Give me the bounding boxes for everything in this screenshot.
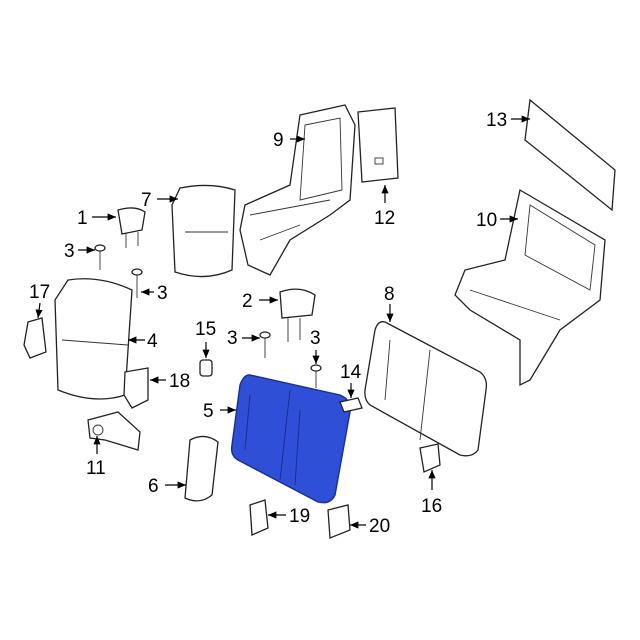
callout-19: 19 [289, 506, 310, 527]
part-10-seat-frame[interactable] [454, 188, 606, 387]
part-6-armrest[interactable] [184, 435, 219, 502]
callout-2: 2 [242, 291, 253, 312]
part-2-headrest[interactable] [279, 288, 316, 342]
callout-16: 16 [421, 496, 442, 517]
callout-13: 13 [486, 110, 507, 131]
callout-18: 18 [169, 371, 190, 392]
callout-8: 8 [384, 284, 395, 305]
callout-1: 1 [77, 208, 88, 229]
callout-15: 15 [195, 319, 216, 340]
part-1-headrest[interactable] [117, 207, 146, 248]
callout-14: 14 [340, 362, 362, 383]
callout-11: 11 [86, 458, 106, 479]
part-13-back-panel[interactable] [524, 98, 616, 212]
part-16-bracket[interactable] [419, 443, 441, 473]
part-8-seatback[interactable] [364, 321, 488, 457]
part-17-bracket[interactable] [23, 317, 47, 359]
part-11-hinge[interactable] [87, 411, 141, 451]
callout-5: 5 [203, 401, 214, 422]
callout-3b: 3 [157, 283, 168, 304]
part-12-cover[interactable] [357, 107, 399, 183]
callout-7: 7 [141, 190, 152, 211]
callout-17: 17 [29, 282, 50, 303]
callout-3d: 3 [310, 328, 321, 349]
part-20-trim[interactable] [327, 504, 351, 539]
part-3-bolts[interactable] [94, 244, 322, 388]
part-4-seat[interactable] [54, 278, 133, 400]
callouts: 1 2 3 3 3 3 4 5 6 7 8 9 10 11 12 13 14 1… [29, 110, 530, 537]
part-7-seatback[interactable] [171, 184, 236, 278]
callout-9: 9 [273, 130, 284, 151]
part-19-trim[interactable] [249, 499, 269, 536]
callout-6: 6 [148, 476, 159, 497]
callout-12: 12 [374, 208, 395, 229]
part-5-seatback-highlighted[interactable] [230, 374, 351, 504]
callout-20: 20 [369, 516, 390, 537]
part-18-bracket[interactable] [123, 367, 149, 409]
callout-10: 10 [476, 210, 497, 231]
callout-3a: 3 [64, 241, 75, 262]
callout-4: 4 [147, 331, 158, 352]
callout-3c: 3 [227, 328, 238, 349]
part-14-bezel[interactable] [339, 397, 363, 413]
part-15-clip[interactable] [199, 359, 213, 377]
part-9-seat-frame[interactable] [239, 104, 356, 276]
